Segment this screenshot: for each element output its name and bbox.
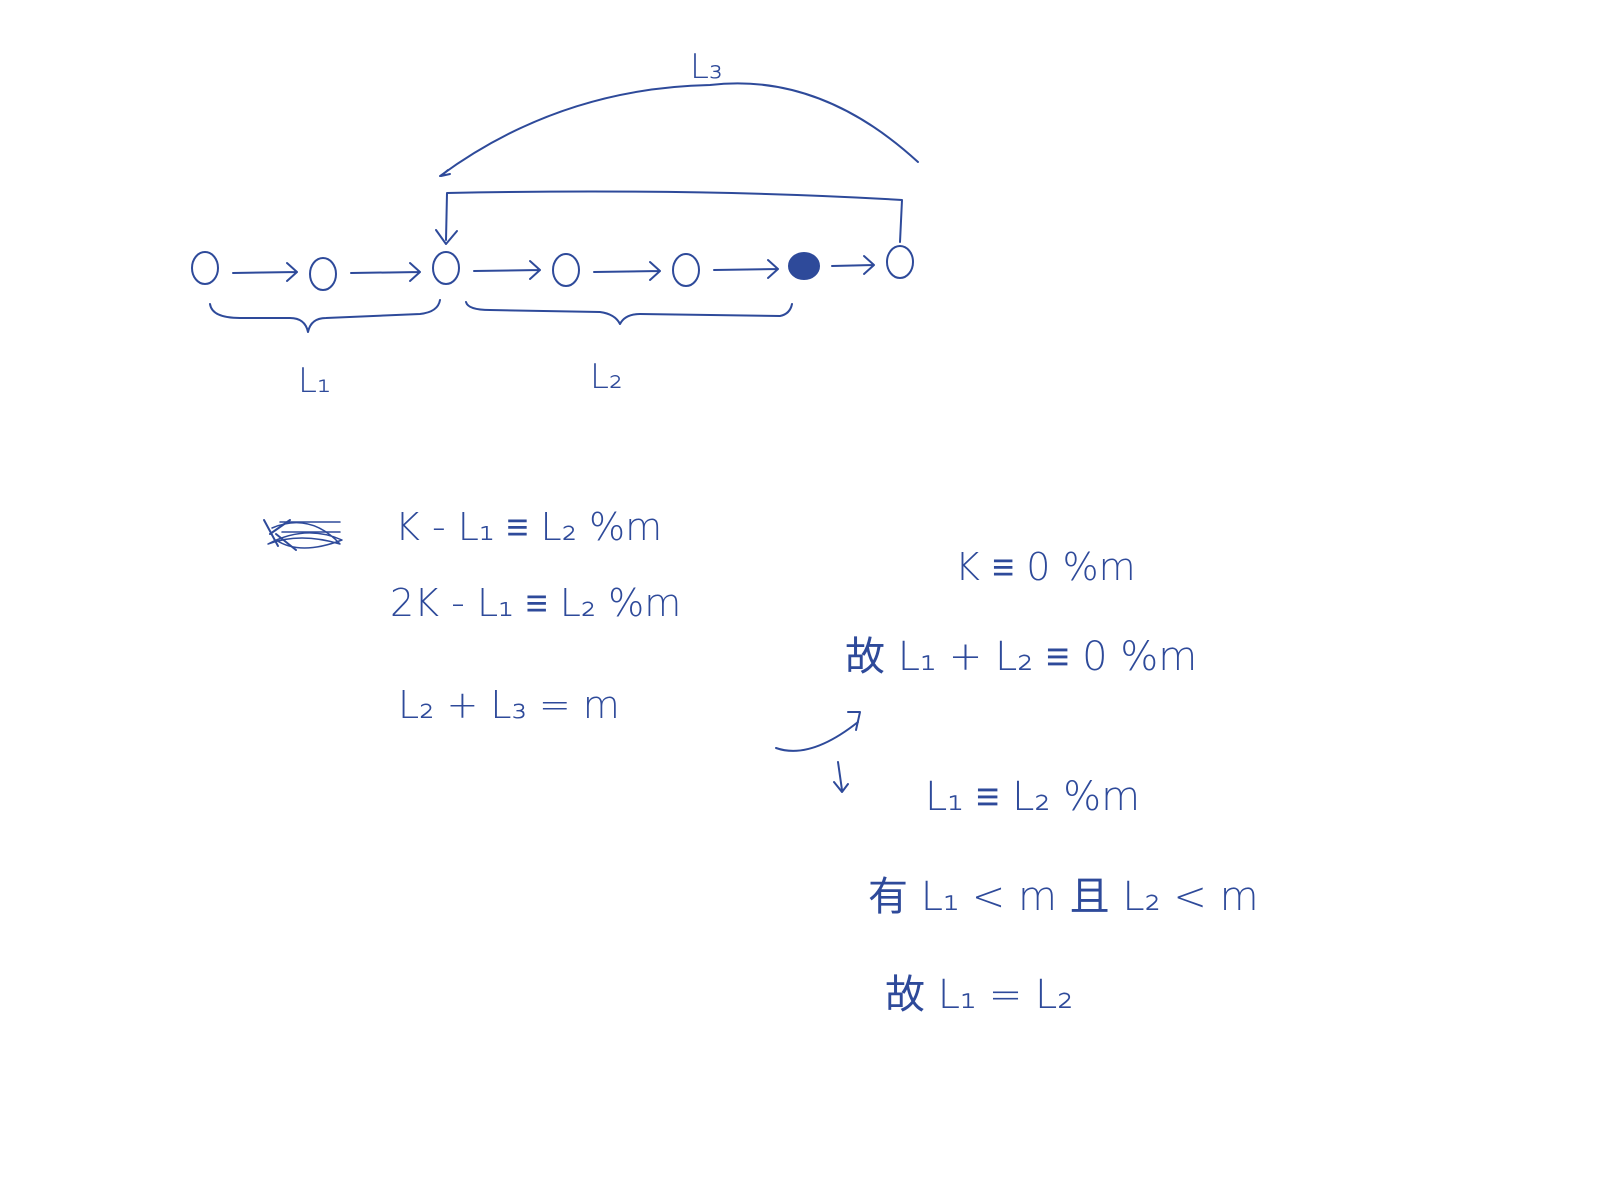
equation-2: 2K - L₁ ≡ L₂ %m bbox=[390, 581, 681, 625]
l2-brace bbox=[465, 301, 793, 325]
list-node bbox=[672, 253, 700, 287]
cycle-back-arrow bbox=[445, 190, 903, 243]
next-pointer-arrow bbox=[473, 260, 541, 280]
curved-arrow-up-head bbox=[847, 711, 861, 731]
l2-label: L₂ bbox=[590, 357, 623, 397]
curved-arrow-up bbox=[775, 721, 859, 752]
small-down-arrow bbox=[833, 761, 849, 793]
equation-l1-plus-l2: 故 L₁ + L₂ ≡ 0 %m bbox=[845, 634, 1197, 680]
next-pointer-arrow bbox=[232, 262, 298, 282]
list-node bbox=[309, 257, 337, 291]
equation-conclusion: 故 L₁ = L₂ bbox=[885, 972, 1073, 1018]
l3-arc bbox=[439, 82, 919, 177]
list-node-meeting-point bbox=[788, 252, 820, 280]
crossed-out-scribble bbox=[263, 519, 343, 551]
l1-label: L₁ bbox=[298, 361, 331, 401]
equation-1: K - L₁ ≡ L₂ %m bbox=[395, 505, 662, 549]
list-nodes bbox=[191, 245, 914, 291]
equation-k-mod: K ≡ 0 %m bbox=[955, 545, 1136, 589]
l1-brace bbox=[209, 299, 441, 333]
cycle-back-arrow-head bbox=[435, 229, 458, 245]
next-pointer-arrow bbox=[350, 262, 421, 282]
node-arrows bbox=[232, 255, 875, 282]
right-equations-bottom: L₁ ≡ L₂ %m 有 L₁ < m 且 L₂ < m 故 L₁ = L₂ bbox=[868, 774, 1259, 1018]
linked-list-diagram: L₃ L₁ L₂ bbox=[191, 47, 919, 401]
equation-3: L₂ + L₃ = m bbox=[398, 683, 620, 727]
next-pointer-arrow bbox=[831, 255, 875, 275]
next-pointer-arrow bbox=[593, 261, 661, 281]
next-pointer-arrow bbox=[713, 259, 779, 279]
list-node bbox=[886, 245, 914, 279]
l3-arc-head bbox=[440, 169, 451, 177]
right-equations-top: K ≡ 0 %m 故 L₁ + L₂ ≡ 0 %m bbox=[845, 545, 1197, 680]
equation-bounds: 有 L₁ < m 且 L₂ < m bbox=[868, 874, 1259, 920]
list-node bbox=[191, 251, 219, 285]
derivation-arrows bbox=[775, 711, 861, 793]
list-node bbox=[432, 251, 460, 285]
list-node bbox=[552, 253, 580, 287]
l3-label: L₃ bbox=[690, 47, 723, 87]
equation-l1-congruent-l2: L₁ ≡ L₂ %m bbox=[925, 774, 1140, 820]
left-equations: K - L₁ ≡ L₂ %m 2K - L₁ ≡ L₂ %m L₂ + L₃ =… bbox=[390, 505, 681, 727]
